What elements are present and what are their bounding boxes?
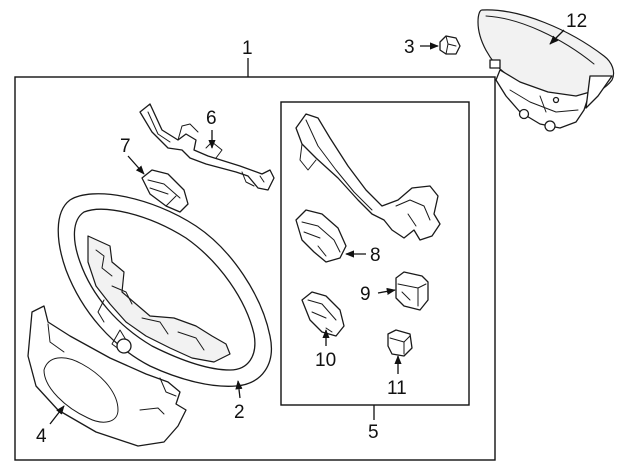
switch-group-frame bbox=[280, 101, 470, 406]
callout-7: 7 bbox=[120, 136, 131, 157]
callout-5: 5 bbox=[368, 422, 379, 443]
leader-9 bbox=[377, 287, 396, 296]
nut bbox=[439, 35, 461, 55]
leader-4 bbox=[49, 405, 65, 425]
switch-9 bbox=[395, 271, 429, 311]
airbag-module bbox=[477, 9, 615, 132]
callout-1: 1 bbox=[242, 38, 253, 59]
callout-10: 10 bbox=[315, 350, 336, 371]
switch-10 bbox=[301, 291, 345, 337]
callout-9: 9 bbox=[360, 284, 371, 305]
switch-11 bbox=[387, 329, 413, 357]
leader-7 bbox=[127, 155, 145, 175]
assembly-frame bbox=[14, 76, 496, 461]
callout-11: 11 bbox=[387, 378, 407, 399]
switch-bezel bbox=[295, 113, 441, 241]
callout-8: 8 bbox=[370, 245, 381, 266]
switch-8 bbox=[295, 209, 347, 263]
leader-12 bbox=[549, 29, 565, 45]
callout-3: 3 bbox=[404, 37, 415, 58]
callout-6: 6 bbox=[206, 108, 217, 129]
steering-wheel bbox=[57, 193, 272, 387]
callout-2: 2 bbox=[234, 402, 245, 423]
callout-12: 12 bbox=[566, 11, 587, 32]
leader-2 bbox=[235, 380, 243, 399]
control-module bbox=[141, 169, 189, 213]
lower-cover bbox=[27, 305, 187, 447]
callout-4: 4 bbox=[36, 426, 47, 447]
